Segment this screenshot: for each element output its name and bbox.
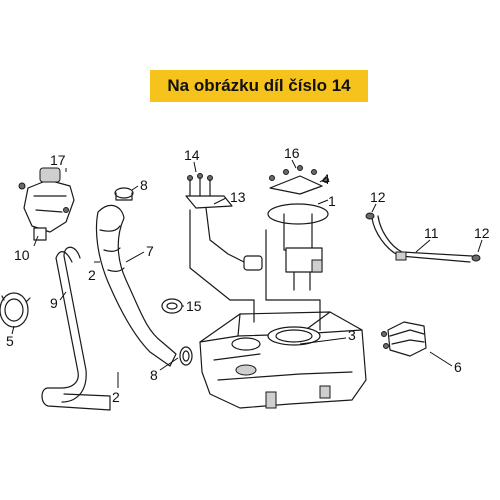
leader-lines: [11, 159, 483, 388]
breather-hose: [41, 246, 111, 411]
callout-16: 16: [284, 145, 300, 161]
clip-part-15: [161, 298, 183, 314]
fuel-line: [365, 212, 481, 263]
callout-2-lower: 2: [112, 389, 120, 405]
clamp-ring: [0, 292, 31, 328]
filler-hose: [95, 204, 177, 367]
callout-7: 7: [146, 243, 154, 259]
callout-13: 13: [230, 189, 246, 205]
fuel-filter-canister: [381, 321, 427, 357]
callout-14: 14: [184, 147, 200, 163]
callout-9: 9: [50, 295, 58, 311]
fuel-pump-assembly: [265, 165, 329, 331]
filler-neck-assembly: [18, 167, 75, 241]
callout-15: 15: [186, 298, 202, 314]
callout-12-left: 12: [370, 189, 386, 205]
fuel-level-sender: [185, 173, 263, 323]
callout-labels: 17 10 5 9 2 7 8 8 2 15 13 14 16 4 1 3 6 …: [6, 145, 490, 405]
callout-8-upper: 8: [140, 177, 148, 193]
callout-5: 5: [6, 333, 14, 349]
callout-12-right: 12: [474, 225, 490, 241]
fuel-tank: [199, 311, 367, 409]
hose-clamp-upper: [114, 187, 134, 201]
callout-11: 11: [424, 225, 439, 241]
hose-clamp-lower: [179, 346, 193, 366]
callout-2-upper: 2: [88, 267, 96, 283]
callout-17: 17: [50, 152, 66, 168]
callout-8-lower: 8: [150, 367, 158, 383]
callout-4: 4: [322, 171, 330, 187]
callout-10: 10: [14, 247, 30, 263]
callout-6: 6: [454, 359, 462, 375]
callout-1: 1: [328, 193, 336, 209]
callout-3: 3: [348, 327, 356, 343]
highlighted-part-banner: Na obrázku díl číslo 14: [150, 70, 368, 102]
